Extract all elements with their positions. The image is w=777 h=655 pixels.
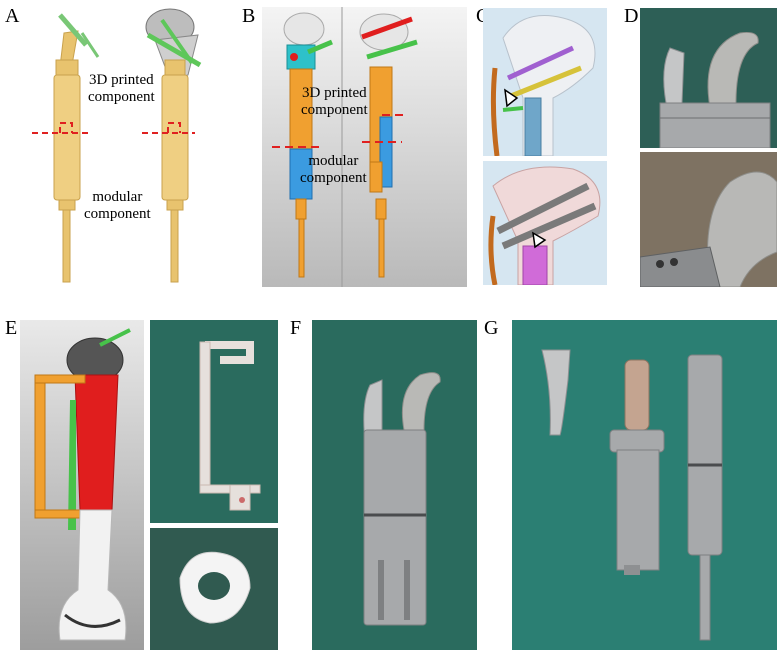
- panel-f-photo: [312, 320, 477, 650]
- panel-d-upper-photo-drawing: [659, 32, 771, 148]
- panel-letter-a: A: [5, 5, 20, 27]
- panel-letter-e: E: [5, 317, 18, 339]
- panel-c-upper-render: [483, 8, 607, 156]
- panel-letter-d: D: [624, 5, 639, 27]
- panel-b-implant-render: [272, 7, 418, 287]
- panel-b-label-modular: modular component: [300, 153, 367, 187]
- implant-a-right: [145, 8, 202, 283]
- panel-d-upper-photo: [640, 8, 777, 148]
- panel-e-bone-model: [20, 320, 144, 650]
- implant-a-left: [53, 13, 100, 283]
- cut-line-markers-b: [272, 114, 407, 148]
- panel-c-lower-render: [483, 161, 607, 285]
- cut-line-markers-a: [32, 122, 195, 134]
- panel-g-photo-drawing: [541, 349, 723, 641]
- panel-c-lower-drawing: [488, 166, 601, 285]
- panel-a-implant-drawing: [32, 8, 202, 283]
- panel-b-label-3d-printed: 3D printed component: [301, 85, 368, 119]
- panel-letter-f: F: [290, 317, 302, 339]
- panel-e-bone-drawing: [34, 328, 131, 641]
- panel-e-model-drawing: [179, 551, 251, 624]
- panel-c-upper-drawing: [490, 15, 596, 156]
- panel-a-label-3d-printed: 3D printed component: [88, 72, 155, 106]
- panel-a-label-modular: modular component: [84, 189, 151, 223]
- panel-d-lower-photo-drawing: [640, 171, 777, 287]
- panel-letter-g: G: [484, 317, 499, 339]
- panel-e-surgical-guide-photo: [150, 320, 278, 523]
- panel-letter-b: B: [242, 5, 256, 27]
- panel-e-guide-drawing: [199, 341, 261, 511]
- panel-e-implant-model-photo: [150, 528, 278, 650]
- implant-b-left: [283, 12, 333, 278]
- panel-a-illustration: [20, 5, 235, 290]
- panel-b-render: [262, 7, 467, 287]
- implant-b-right: [359, 13, 418, 278]
- panel-d-lower-photo: [640, 152, 777, 287]
- panel-f-photo-drawing: [363, 372, 441, 626]
- panel-g-photo: [512, 320, 777, 650]
